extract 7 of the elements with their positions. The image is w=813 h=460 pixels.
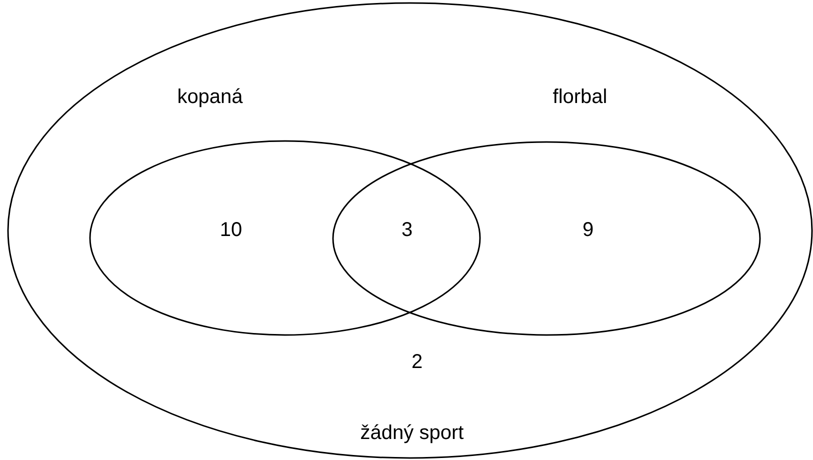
count-label: 3: [401, 218, 413, 242]
set-label: kopaná: [177, 85, 243, 109]
set-label: žádný sport: [360, 421, 464, 445]
count-label: 10: [220, 218, 242, 242]
count-label: 2: [411, 350, 423, 374]
count-label: 9: [582, 218, 594, 242]
set-label: florbal: [552, 85, 608, 109]
